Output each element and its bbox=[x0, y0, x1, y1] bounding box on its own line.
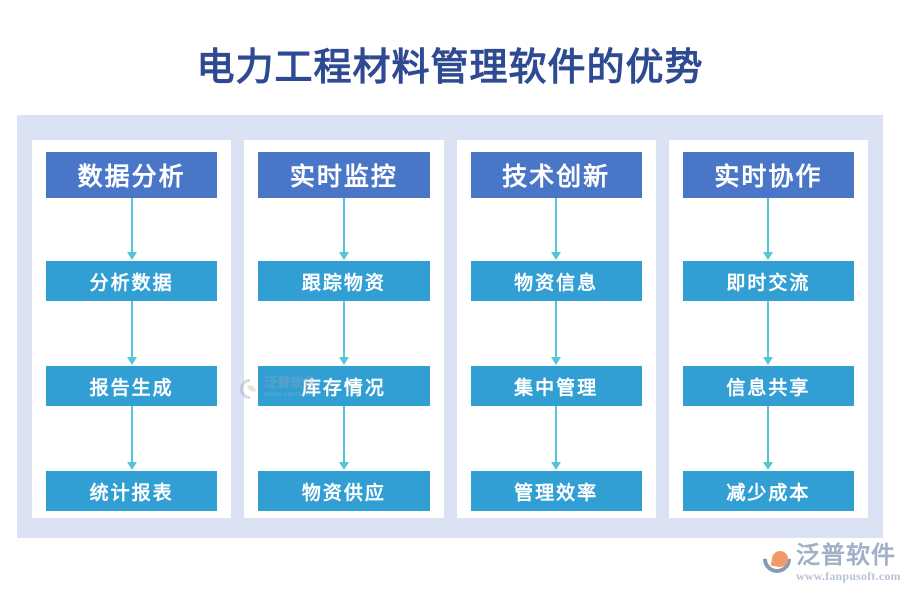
brand-name: 泛普软件 bbox=[796, 543, 896, 569]
arrow-down-icon bbox=[549, 301, 563, 366]
arrow-down-icon bbox=[549, 198, 563, 261]
arrow-down-icon bbox=[761, 198, 775, 261]
arrow-down-icon bbox=[337, 198, 351, 261]
flow-step-box[interactable]: 管理效率 bbox=[470, 471, 642, 511]
arrow-down-icon bbox=[125, 406, 139, 471]
flow-step-box[interactable]: 报告生成 bbox=[46, 366, 218, 406]
column-header-box[interactable]: 实时协作 bbox=[682, 152, 854, 198]
flow-columns-container: 数据分析 分析数据 报告生成 统计报表 实时监控 跟踪物资 库存情况 物资供应 bbox=[32, 140, 868, 518]
column-header-box[interactable]: 技术创新 bbox=[470, 152, 642, 198]
diagram-frame: 数据分析 分析数据 报告生成 统计报表 实时监控 跟踪物资 库存情况 物资供应 bbox=[17, 115, 883, 538]
arrow-down-icon bbox=[337, 301, 351, 366]
brand-logo: 泛普软件 www.fanpusoft.com bbox=[757, 539, 900, 591]
arrow-down-icon bbox=[337, 406, 351, 471]
arrow-down-icon bbox=[125, 198, 139, 261]
flow-step-box[interactable]: 集中管理 bbox=[470, 366, 642, 406]
flow-step-box[interactable]: 减少成本 bbox=[682, 471, 854, 511]
flow-step-box[interactable]: 物资信息 bbox=[470, 261, 642, 301]
flow-column: 数据分析 分析数据 报告生成 统计报表 bbox=[32, 140, 232, 518]
arrow-down-icon bbox=[761, 406, 775, 471]
watermark-logo-icon bbox=[240, 379, 260, 399]
brand-text-block: 泛普软件 www.fanpusoft.com bbox=[796, 543, 900, 583]
arrow-down-icon bbox=[761, 301, 775, 366]
flow-step-box[interactable]: 统计报表 bbox=[46, 471, 218, 511]
flow-step-box[interactable]: 物资供应 bbox=[258, 471, 430, 511]
flow-step-box[interactable]: 库存情况 bbox=[258, 366, 430, 406]
column-header-box[interactable]: 实时监控 bbox=[258, 152, 430, 198]
arrow-down-icon bbox=[549, 406, 563, 471]
arrow-down-icon bbox=[125, 301, 139, 366]
column-header-box[interactable]: 数据分析 bbox=[46, 152, 218, 198]
fanpu-logo-icon bbox=[757, 539, 797, 579]
flow-column: 技术创新 物资信息 集中管理 管理效率 bbox=[456, 140, 656, 518]
flow-step-box[interactable]: 即时交流 bbox=[682, 261, 854, 301]
brand-url: www.fanpusoft.com bbox=[796, 569, 900, 583]
page-title: 电力工程材料管理软件的优势 bbox=[196, 47, 704, 89]
flow-column: 实时协作 即时交流 信息共享 减少成本 bbox=[668, 140, 868, 518]
flow-step-box[interactable]: 跟踪物资 bbox=[258, 261, 430, 301]
flow-step-box[interactable]: 信息共享 bbox=[682, 366, 854, 406]
flow-step-box[interactable]: 分析数据 bbox=[46, 261, 218, 301]
flow-column: 实时监控 跟踪物资 库存情况 物资供应 泛普软件 FANPU SOFTWARE bbox=[240, 140, 444, 518]
